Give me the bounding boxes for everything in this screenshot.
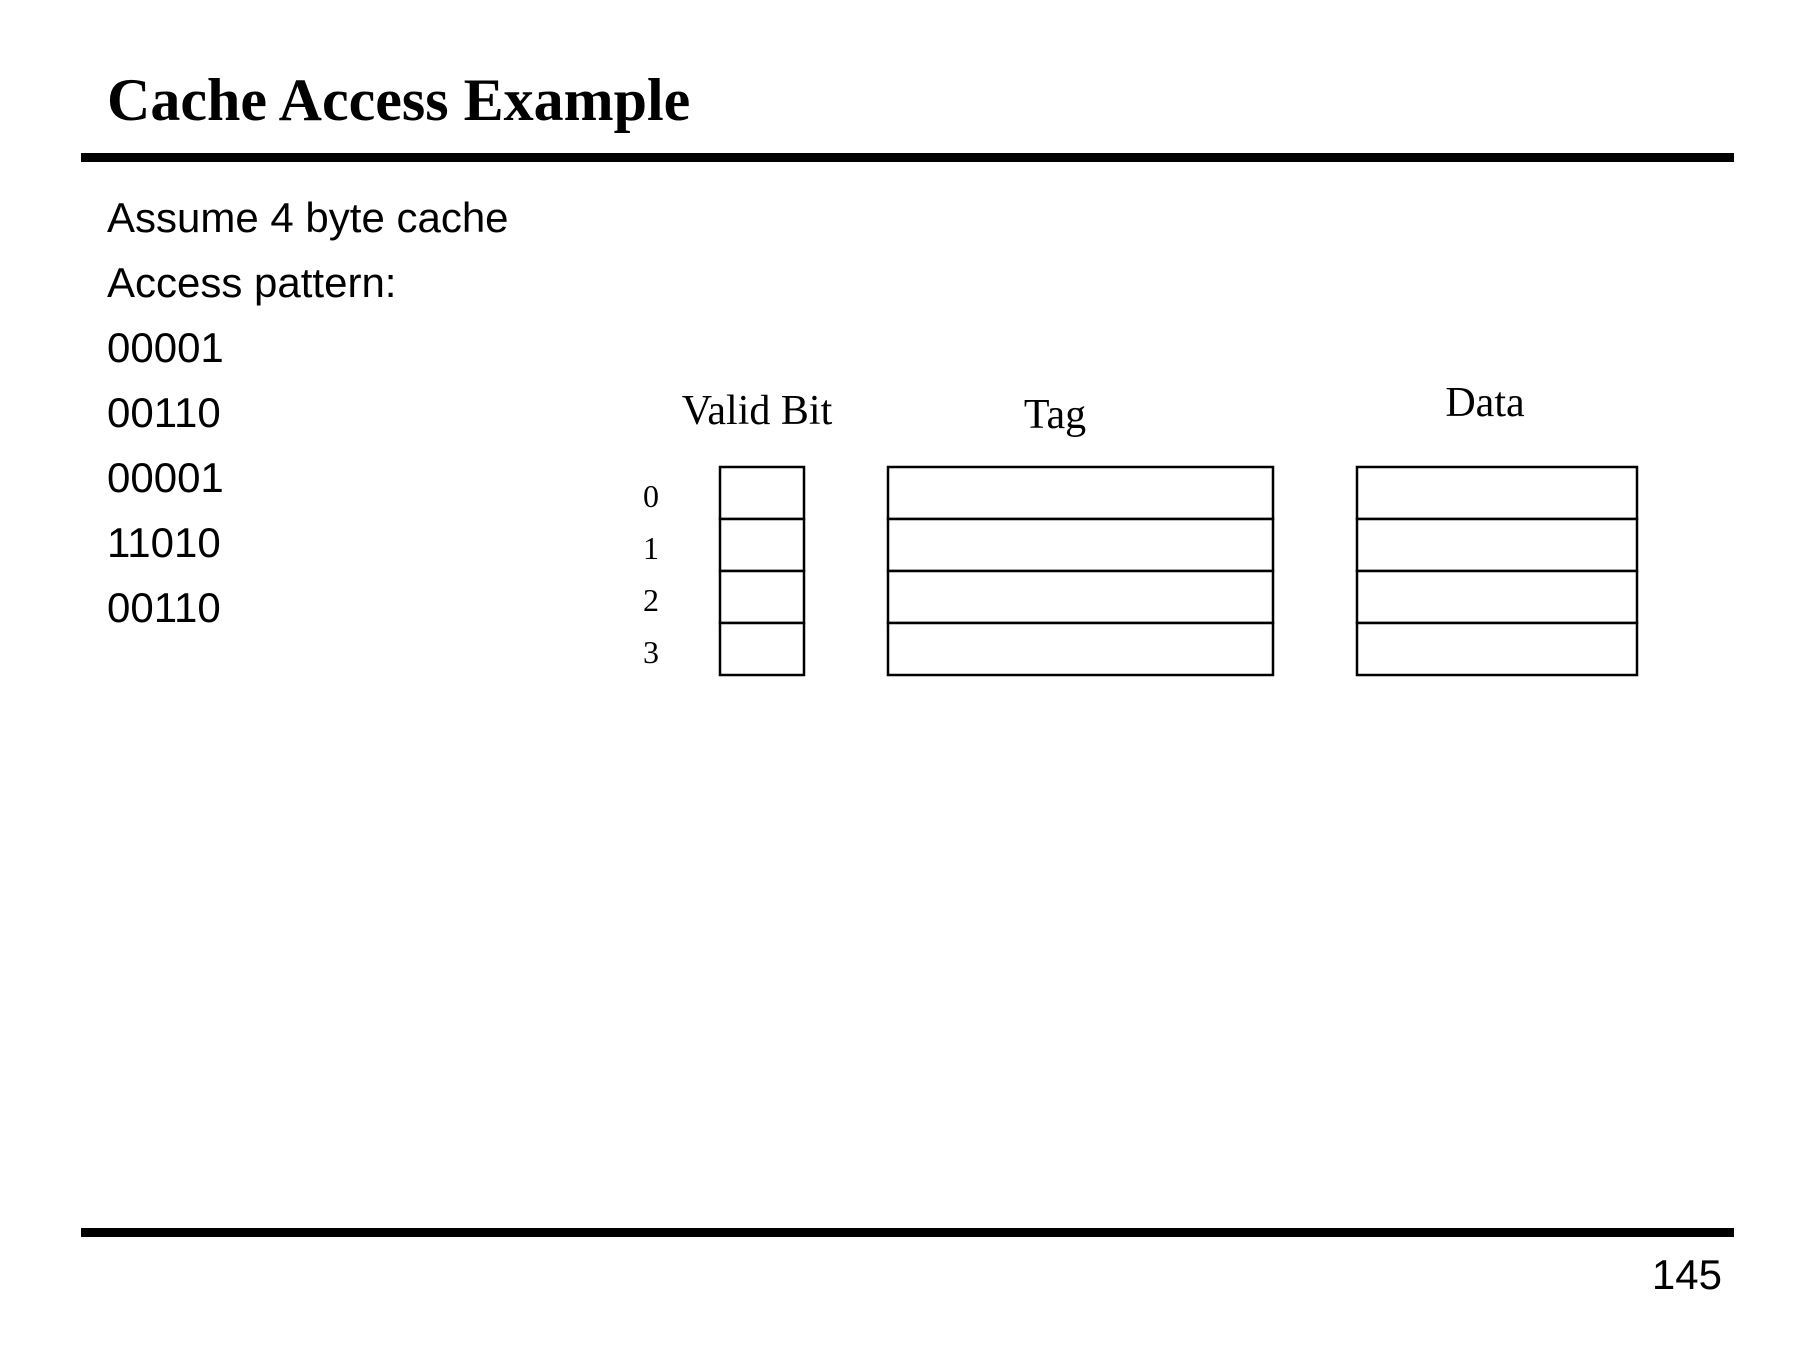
valid-bit-column <box>718 465 806 677</box>
tag-cell <box>886 465 1275 521</box>
access-address: 11010 <box>107 519 221 566</box>
data-cell <box>1355 465 1639 521</box>
data-header: Data <box>1445 380 1525 426</box>
page-number: 145 <box>1651 1251 1722 1298</box>
tag-column <box>886 465 1275 677</box>
row-index: 3 <box>643 634 659 670</box>
row-index: 1 <box>643 530 659 566</box>
valid-bit-cell <box>718 465 806 521</box>
valid-bit-header: Valid Bit <box>682 388 833 434</box>
tag-header: Tag <box>1024 392 1086 438</box>
title-divider <box>81 153 1734 162</box>
access-address: 00110 <box>107 584 221 631</box>
slide-title: Cache Access Example <box>107 67 691 133</box>
valid-bit-cell <box>718 517 806 573</box>
footer-divider <box>81 1228 1734 1237</box>
tag-cell <box>886 569 1275 625</box>
data-cell <box>1355 621 1639 677</box>
access-address: 00001 <box>107 324 224 371</box>
access-pattern-label: Access pattern: <box>107 259 397 306</box>
tag-cell <box>886 517 1275 573</box>
access-address: 00001 <box>107 454 224 501</box>
row-index: 0 <box>643 478 659 514</box>
data-cell <box>1355 517 1639 573</box>
tag-cell <box>886 621 1275 677</box>
data-column <box>1355 465 1639 677</box>
data-cell <box>1355 569 1639 625</box>
row-index: 2 <box>643 582 659 618</box>
valid-bit-cell <box>718 569 806 625</box>
access-address: 00110 <box>107 389 221 436</box>
valid-bit-cell <box>718 621 806 677</box>
cache-size-text: Assume 4 byte cache <box>107 194 509 241</box>
body-text: Assume 4 byte cache Access pattern: 0000… <box>107 185 509 640</box>
